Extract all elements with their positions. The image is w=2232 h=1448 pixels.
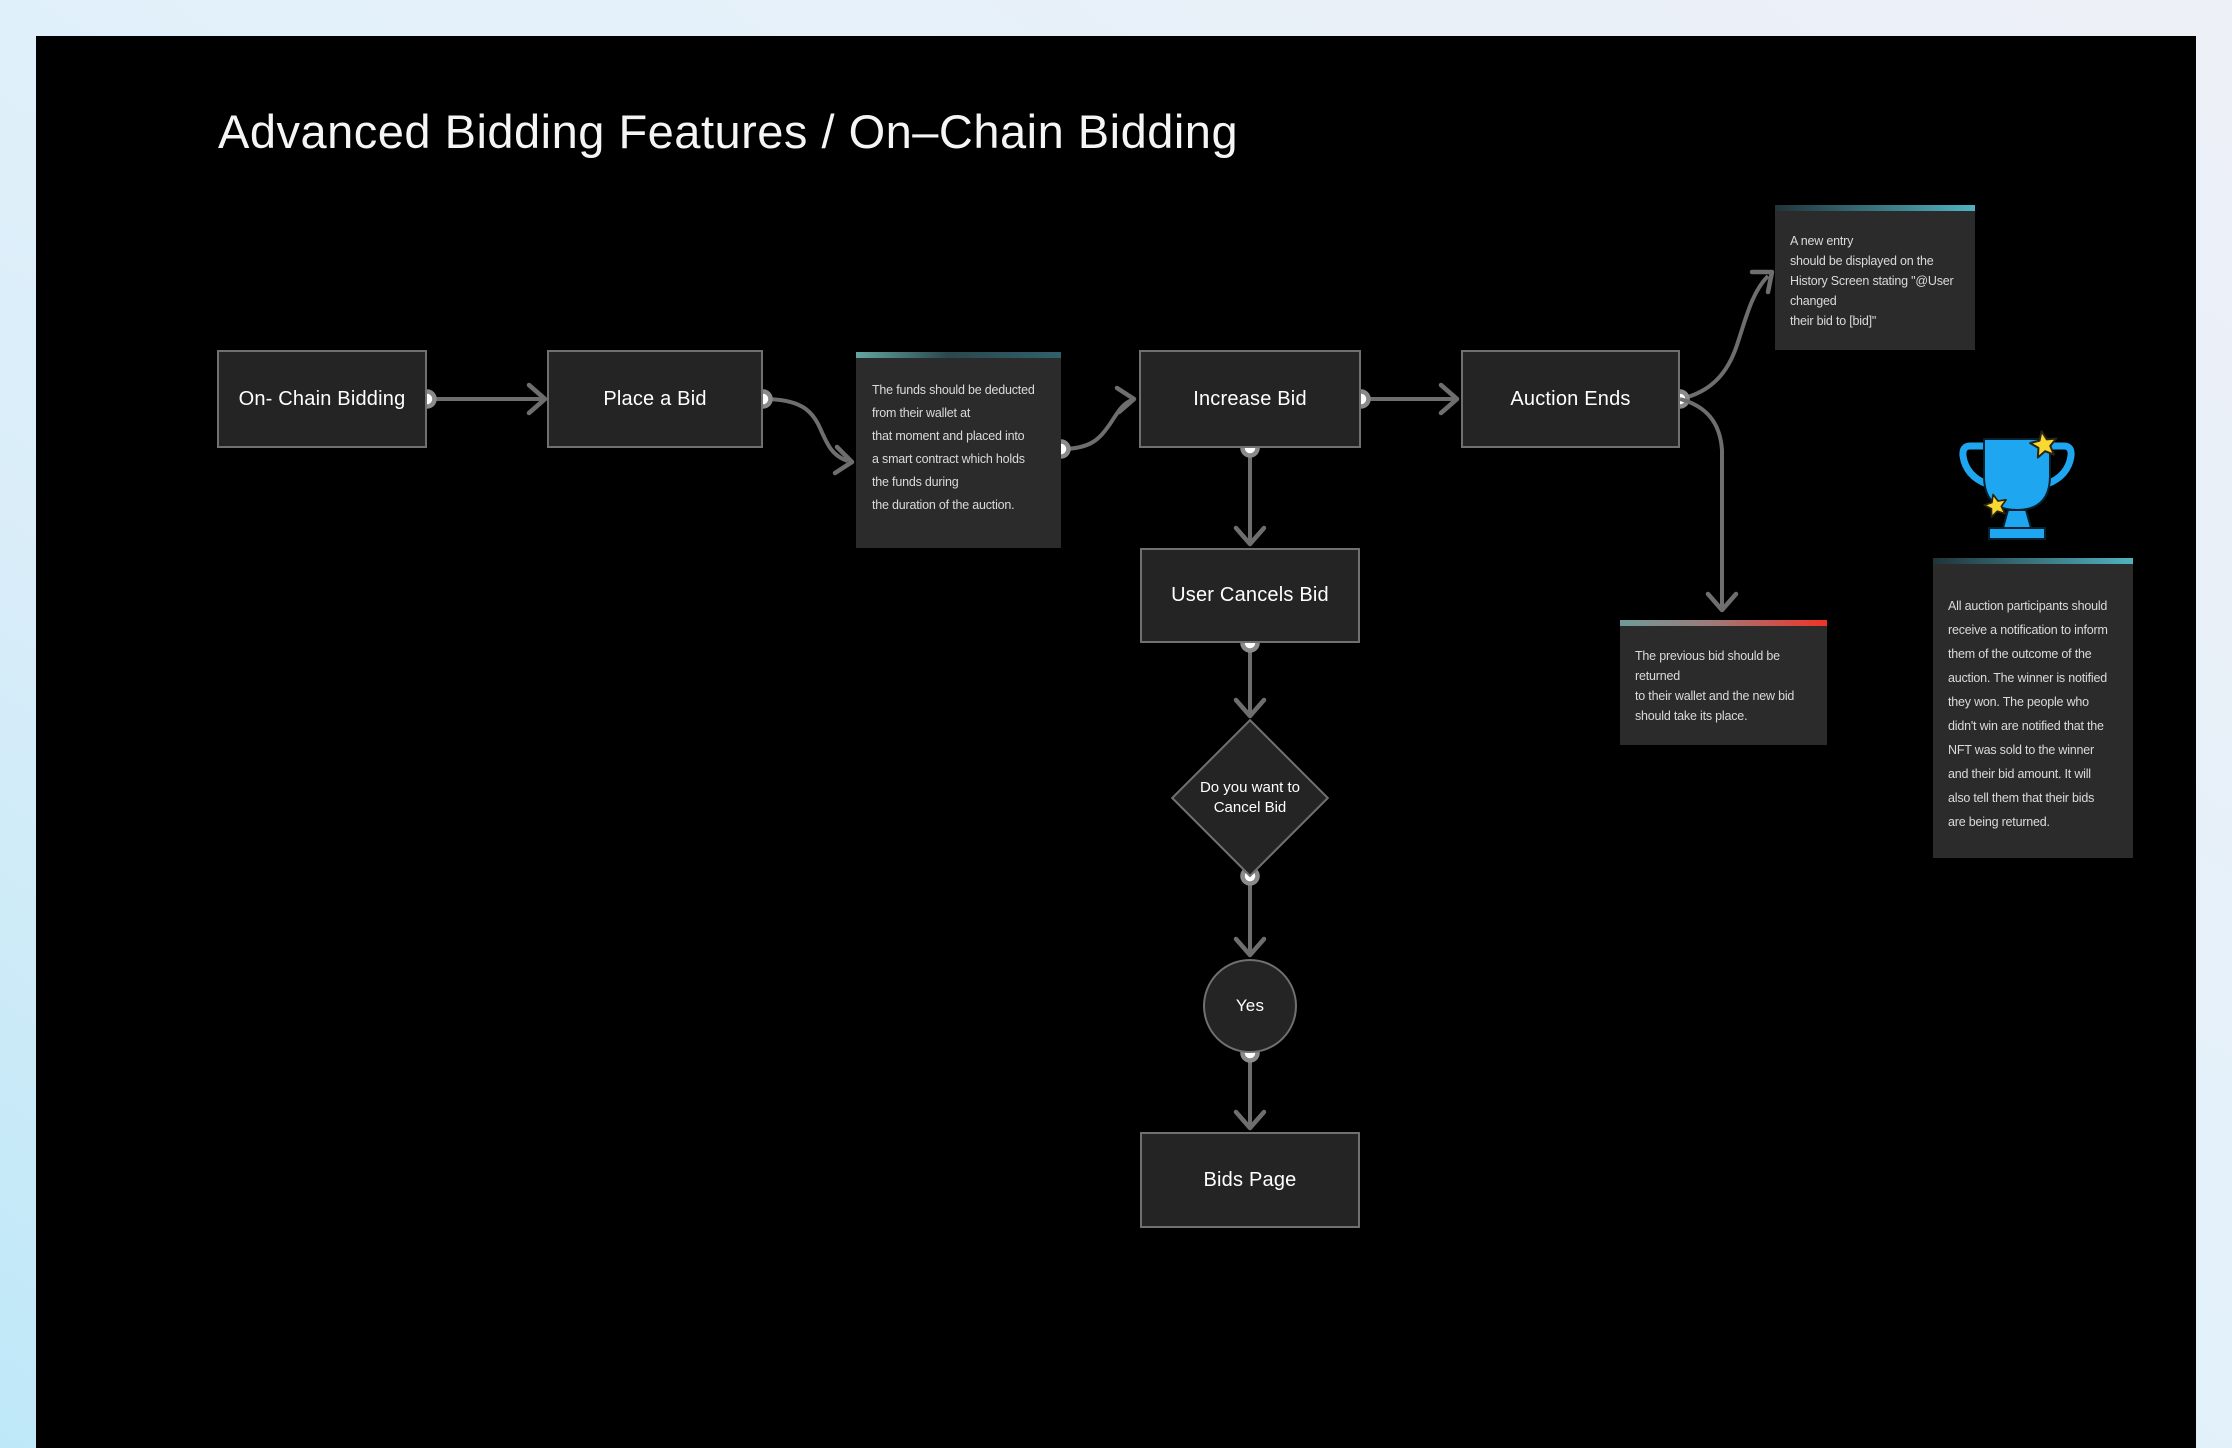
node-label: Bids Page (1203, 1168, 1297, 1191)
trophy-stem (2001, 509, 2033, 529)
arrowhead-icon (1749, 269, 1775, 295)
node-user-cancels-bid[interactable]: User Cancels Bid (1140, 548, 1360, 643)
note-text: A new entry should be displayed on the H… (1790, 234, 1954, 328)
connector-yes-to-bidspage[interactable] (1233, 1043, 1267, 1131)
connector-auctionends-to-history-note[interactable] (1670, 269, 1775, 409)
arrowhead-icon (1114, 385, 1137, 415)
star-icon (1983, 493, 2007, 518)
node-yes[interactable]: Yes (1203, 959, 1297, 1053)
trophy-right-handle (2045, 442, 2075, 488)
trophy-icon[interactable] (1958, 430, 2082, 550)
arrowhead-icon (1705, 591, 1739, 613)
connector-decision-to-yes[interactable] (1233, 866, 1267, 958)
arrowhead-icon (1233, 936, 1267, 958)
note-history-entry[interactable]: A new entry should be displayed on the H… (1775, 205, 1975, 350)
node-label: On- Chain Bidding (238, 387, 406, 410)
arrowhead-icon (1233, 1109, 1267, 1131)
note-text: All auction participants should receive … (1948, 599, 2108, 829)
node-auction-ends[interactable]: Auction Ends (1461, 350, 1680, 448)
node-label: Auction Ends (1510, 387, 1631, 410)
connector-funds-note-to-increasebid[interactable] (1051, 385, 1137, 459)
note-previous-bid-returned[interactable]: The previous bid should be returned to t… (1620, 620, 1827, 745)
star-icon (2029, 430, 2058, 459)
node-label: User Cancels Bid (1171, 584, 1329, 606)
node-bids-page[interactable]: Bids Page (1140, 1132, 1360, 1228)
node-place-a-bid[interactable]: Place a Bid (547, 350, 763, 448)
node-on-chain-bidding[interactable]: On- Chain Bidding (217, 350, 427, 448)
trophy-left-handle (1959, 442, 1989, 488)
connector-onchain-to-placebid[interactable] (417, 382, 548, 416)
node-label: Increase Bid (1193, 387, 1307, 410)
arrowhead-icon (1438, 382, 1460, 416)
note-text: The funds should be deducted from their … (872, 383, 1035, 512)
connector-line (1679, 274, 1770, 401)
connector-line (762, 397, 849, 463)
arrowhead-icon (1233, 525, 1267, 547)
connector-auctionends-to-previousbid-note[interactable] (1679, 397, 1739, 613)
page-title[interactable]: Advanced Bidding Features / On–Chain Bid… (218, 105, 1239, 158)
node-label: Yes (1235, 996, 1265, 1015)
connector-increasebid-to-usercancels[interactable] (1233, 438, 1267, 547)
note-text: The previous bid should be returned to t… (1635, 649, 1795, 723)
note-accent-bar (1620, 620, 1827, 626)
arrowhead-icon (1233, 697, 1267, 719)
trophy-base (1988, 527, 2046, 540)
note-accent-bar (1775, 205, 1975, 211)
connector-increasebid-to-auctionends[interactable] (1351, 382, 1460, 416)
node-increase-bid[interactable]: Increase Bid (1139, 350, 1361, 448)
note-accent-bar (1933, 558, 2133, 564)
connector-line (1679, 397, 1724, 608)
note-accent-bar (856, 352, 1061, 358)
arrowhead-icon (526, 382, 548, 416)
note-auction-outcome[interactable]: All auction participants should receive … (1933, 558, 2133, 858)
arrowhead-icon (832, 444, 855, 476)
note-funds-deducted[interactable]: The funds should be deducted from their … (856, 352, 1061, 548)
node-label: Place a Bid (603, 387, 707, 410)
connector-placebid-to-funds-note[interactable] (753, 389, 855, 476)
connector-usercancels-to-decision[interactable] (1233, 633, 1267, 719)
